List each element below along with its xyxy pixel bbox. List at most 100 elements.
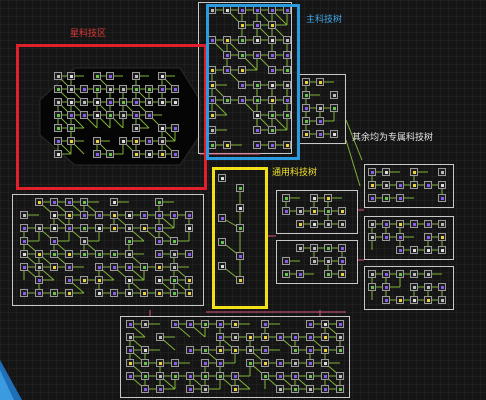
tech-node-icon[interactable] [186, 320, 194, 328]
tech-node-icon[interactable] [80, 198, 88, 206]
tech-node-icon[interactable] [296, 244, 304, 252]
tech-node-icon[interactable] [54, 85, 62, 93]
tech-node-icon[interactable] [410, 220, 418, 228]
tech-node-icon[interactable] [186, 372, 194, 380]
tech-node-icon[interactable] [201, 372, 209, 380]
tech-node-icon[interactable] [396, 194, 404, 202]
tech-node-icon[interactable] [302, 78, 310, 86]
tech-node-icon[interactable] [171, 372, 179, 380]
tech-node-icon[interactable] [95, 224, 103, 232]
tech-node-icon[interactable] [368, 168, 376, 176]
tech-node-icon[interactable] [410, 168, 418, 176]
tech-node-icon[interactable] [65, 289, 73, 297]
tech-node-icon[interactable] [268, 96, 276, 104]
tech-node-icon[interactable] [218, 262, 226, 270]
tech-node-icon[interactable] [382, 233, 390, 241]
tech-node-icon[interactable] [218, 214, 226, 222]
tech-node-icon[interactable] [216, 346, 224, 354]
tech-node-icon[interactable] [54, 150, 62, 158]
tech-node-icon[interactable] [396, 246, 404, 254]
tech-node-icon[interactable] [80, 98, 88, 106]
tech-node-icon[interactable] [316, 104, 324, 112]
tech-node-icon[interactable] [296, 220, 304, 228]
tech-node-icon[interactable] [253, 141, 261, 149]
tech-node-icon[interactable] [424, 270, 432, 278]
tech-node-icon[interactable] [170, 211, 178, 219]
tech-node-icon[interactable] [291, 346, 299, 354]
tech-node-icon[interactable] [246, 359, 254, 367]
tech-node-icon[interactable] [20, 289, 28, 297]
tech-node-icon[interactable] [424, 296, 432, 304]
tech-node-icon[interactable] [125, 263, 133, 271]
tech-node-icon[interactable] [368, 194, 376, 202]
tech-node-icon[interactable] [291, 385, 299, 393]
tech-node-icon[interactable] [119, 98, 127, 106]
tech-node-icon[interactable] [330, 104, 338, 112]
tech-node-icon[interactable] [106, 72, 114, 80]
tech-node-icon[interactable] [321, 346, 329, 354]
tech-node-icon[interactable] [231, 320, 239, 328]
tech-node-icon[interactable] [302, 91, 310, 99]
tech-node-icon[interactable] [306, 333, 314, 341]
tech-node-icon[interactable] [80, 85, 88, 93]
tech-node-icon[interactable] [132, 137, 140, 145]
tech-node-icon[interactable] [20, 211, 28, 219]
tech-node-icon[interactable] [382, 270, 390, 278]
tech-node-icon[interactable] [95, 263, 103, 271]
tech-node-icon[interactable] [140, 224, 148, 232]
tech-node-icon[interactable] [67, 72, 75, 80]
tech-node-icon[interactable] [171, 124, 179, 132]
tech-node-icon[interactable] [156, 359, 164, 367]
tech-node-icon[interactable] [276, 359, 284, 367]
tech-node-icon[interactable] [201, 385, 209, 393]
tech-node-icon[interactable] [246, 346, 254, 354]
tech-node-icon[interactable] [132, 85, 140, 93]
tech-node-icon[interactable] [231, 346, 239, 354]
tech-node-icon[interactable] [93, 150, 101, 158]
tech-node-icon[interactable] [338, 270, 346, 278]
tech-node-icon[interactable] [283, 66, 291, 74]
tech-node-icon[interactable] [155, 211, 163, 219]
tech-node-icon[interactable] [158, 98, 166, 106]
tech-node-icon[interactable] [324, 244, 332, 252]
tech-node-icon[interactable] [253, 21, 261, 29]
tech-node-icon[interactable] [201, 359, 209, 367]
tech-node-icon[interactable] [132, 124, 140, 132]
tech-node-icon[interactable] [20, 263, 28, 271]
tech-node-icon[interactable] [438, 296, 446, 304]
tech-node-icon[interactable] [382, 168, 390, 176]
tech-node-icon[interactable] [132, 72, 140, 80]
tech-node-icon[interactable] [106, 85, 114, 93]
tech-node-icon[interactable] [155, 289, 163, 297]
tech-node-icon[interactable] [330, 91, 338, 99]
tech-node-icon[interactable] [170, 237, 178, 245]
tech-node-icon[interactable] [170, 289, 178, 297]
tech-node-icon[interactable] [65, 211, 73, 219]
tech-node-icon[interactable] [65, 224, 73, 232]
tech-node-icon[interactable] [145, 137, 153, 145]
tech-node-icon[interactable] [170, 263, 178, 271]
tech-node-icon[interactable] [324, 194, 332, 202]
tech-node-icon[interactable] [171, 85, 179, 93]
tech-node-icon[interactable] [410, 246, 418, 254]
tech-node-icon[interactable] [158, 85, 166, 93]
tech-node-icon[interactable] [336, 385, 344, 393]
tech-node-icon[interactable] [186, 346, 194, 354]
tech-node-icon[interactable] [95, 211, 103, 219]
tech-node-icon[interactable] [67, 124, 75, 132]
tech-node-icon[interactable] [20, 237, 28, 245]
tech-node-icon[interactable] [238, 36, 246, 44]
tech-node-icon[interactable] [141, 346, 149, 354]
tech-node-icon[interactable] [201, 346, 209, 354]
tech-node-icon[interactable] [253, 126, 261, 134]
tech-node-icon[interactable] [155, 198, 163, 206]
tech-node-icon[interactable] [185, 276, 193, 284]
tech-node-icon[interactable] [50, 211, 58, 219]
tech-node-icon[interactable] [156, 333, 164, 341]
tech-node-icon[interactable] [438, 168, 446, 176]
tech-node-icon[interactable] [185, 250, 193, 258]
tech-node-icon[interactable] [67, 137, 75, 145]
tech-node-icon[interactable] [125, 211, 133, 219]
tech-node-icon[interactable] [80, 111, 88, 119]
tech-node-icon[interactable] [324, 270, 332, 278]
